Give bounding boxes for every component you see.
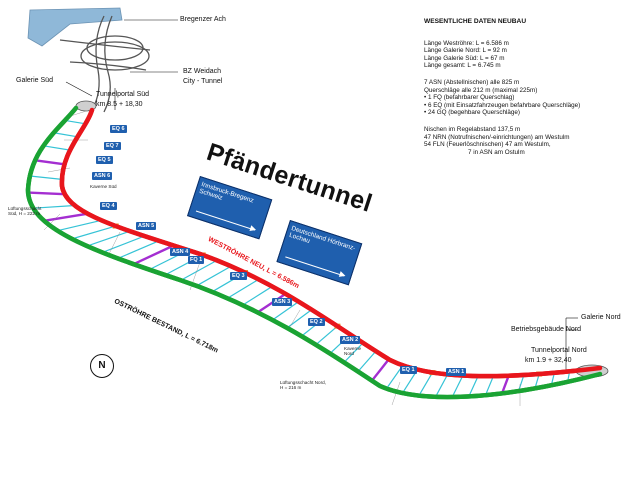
- gq-crossing: [227, 278, 259, 299]
- cross-line: • 6 EQ (mit Einsatzfahrzeugen befahrbare…: [424, 101, 581, 109]
- asn-label: ASN 2: [340, 336, 361, 344]
- gq-crossing: [242, 285, 273, 306]
- callout-bz-weidach: BZ Weidach: [183, 68, 221, 75]
- river: [27, 7, 123, 47]
- gq-crossing: [196, 265, 232, 287]
- eq-label: EQ 3: [230, 272, 247, 280]
- lueftung-nord-label: Lüftungsschacht Nord, H = 216 m: [280, 380, 326, 391]
- kaverne-sued-label: Kaverne Süd: [90, 184, 117, 189]
- callout-galerie-nord: Galerie Nord: [581, 314, 621, 321]
- gq-crossing: [435, 374, 449, 398]
- gq-crossing: [315, 325, 338, 346]
- leader-lines: [65, 19, 578, 372]
- callout-bregenzer-ach: Bregenzer Ach: [180, 16, 226, 23]
- cross-line: 7 ASN (Abstellnischen) alle 825 m: [424, 78, 520, 86]
- gq-crossing: [117, 240, 160, 260]
- eq-crossing: [43, 212, 88, 222]
- gq-crossing: [272, 301, 300, 321]
- callout-km-sued: km 8.5 + 18,30: [96, 101, 143, 108]
- gq-crossing: [484, 375, 494, 396]
- asn-label: ASN 3: [272, 298, 293, 306]
- kaverne-nord-label: Kaverne Nord: [344, 346, 362, 357]
- road-junction: [59, 15, 151, 113]
- gq-crossing: [517, 374, 525, 392]
- length-line: Länge Galerie Nord: L = 92 m: [424, 47, 507, 55]
- gq-crossing: [451, 375, 464, 398]
- gq-crossing: [357, 350, 377, 372]
- north-arrow: N: [90, 354, 114, 378]
- callout-city-tunnel: City - Tunnel: [183, 78, 223, 85]
- callout-tunnelportal-nord: Tunnelportal Nord: [531, 347, 587, 354]
- niche-line: 54 FLN (Feuerlöschnischen) 47 am Westulm…: [424, 141, 551, 149]
- niche-line: 7 in ASN am Ostulm: [468, 148, 525, 156]
- eq-label: EQ 5: [96, 156, 113, 164]
- gq-crossing: [64, 119, 86, 125]
- gq-crossing: [33, 204, 75, 209]
- fq-label: FQ 1: [188, 256, 205, 264]
- callout-tunnelportal-sued: Tunnelportal Süd: [96, 91, 150, 98]
- length-line: Länge Weströhre: L = 6.586 m: [424, 39, 509, 47]
- niche-line: Nischen im Regelabstand 137,5 m: [424, 125, 521, 133]
- cross-line: Querschläge alle 212 m (maximal 225m): [424, 86, 538, 94]
- east-tube-line: [25, 105, 603, 400]
- eq-label: EQ 4: [100, 202, 117, 210]
- key-data-heading: WESENTLICHE DATEN NEUBAU: [424, 18, 527, 25]
- gq-crossing: [418, 372, 433, 396]
- asn-label: ASN 1: [446, 368, 467, 376]
- gq-crossing: [102, 235, 145, 254]
- eq-crossing: [500, 375, 510, 394]
- key-data-panel: WESENTLICHE DATEN NEUBAU Länge Weströhre…: [424, 18, 634, 156]
- eq-crossing: [28, 191, 65, 196]
- cross-line: • 24 GQ (begehbare Querschläge): [424, 109, 521, 117]
- gq-crossing: [86, 230, 131, 247]
- eq-crossing: [133, 244, 175, 266]
- gq-crossing: [71, 225, 116, 240]
- callout-galerie-sued: Galerie Süd: [16, 77, 53, 84]
- eq-label: EQ 2: [308, 318, 325, 326]
- length-line: Länge Galerie Süd: L = 67 m: [424, 54, 505, 62]
- gq-crossing: [468, 375, 479, 397]
- eq-crossing: [256, 292, 287, 314]
- gq-crossing: [29, 175, 63, 180]
- asn-label: ASN 6: [92, 172, 113, 180]
- gq-crossing: [180, 259, 218, 281]
- callout-betriebsgebaeude-nord: Betriebsgebäude Nord: [511, 326, 582, 333]
- length-line: Länge gesamt: L = 6.745 m: [424, 62, 501, 70]
- gq-crossing: [43, 145, 71, 151]
- lueftung-sued-label: Lüftungsschacht Süd, H = 222 m: [8, 206, 42, 217]
- niche-line: 47 NRN (Notrufnischen/-einrichtungen) am…: [424, 133, 570, 141]
- eq-crossing: [34, 159, 65, 166]
- eq-label: EQ 6: [110, 125, 127, 133]
- asn-label: ASN 4: [170, 248, 191, 256]
- gq-crossing: [343, 342, 364, 363]
- asn-label: ASN 5: [136, 222, 157, 230]
- gq-crossing: [57, 219, 102, 232]
- eq-label: EQ 1: [400, 366, 417, 374]
- callout-km-nord: km 1.9 + 32,40: [525, 357, 572, 364]
- eq-label: EQ 7: [104, 142, 121, 150]
- cross-line: • 1 FQ (befahrbarer Querschlag): [424, 94, 515, 102]
- gq-crossing: [53, 132, 78, 138]
- eq-crossing: [370, 358, 390, 382]
